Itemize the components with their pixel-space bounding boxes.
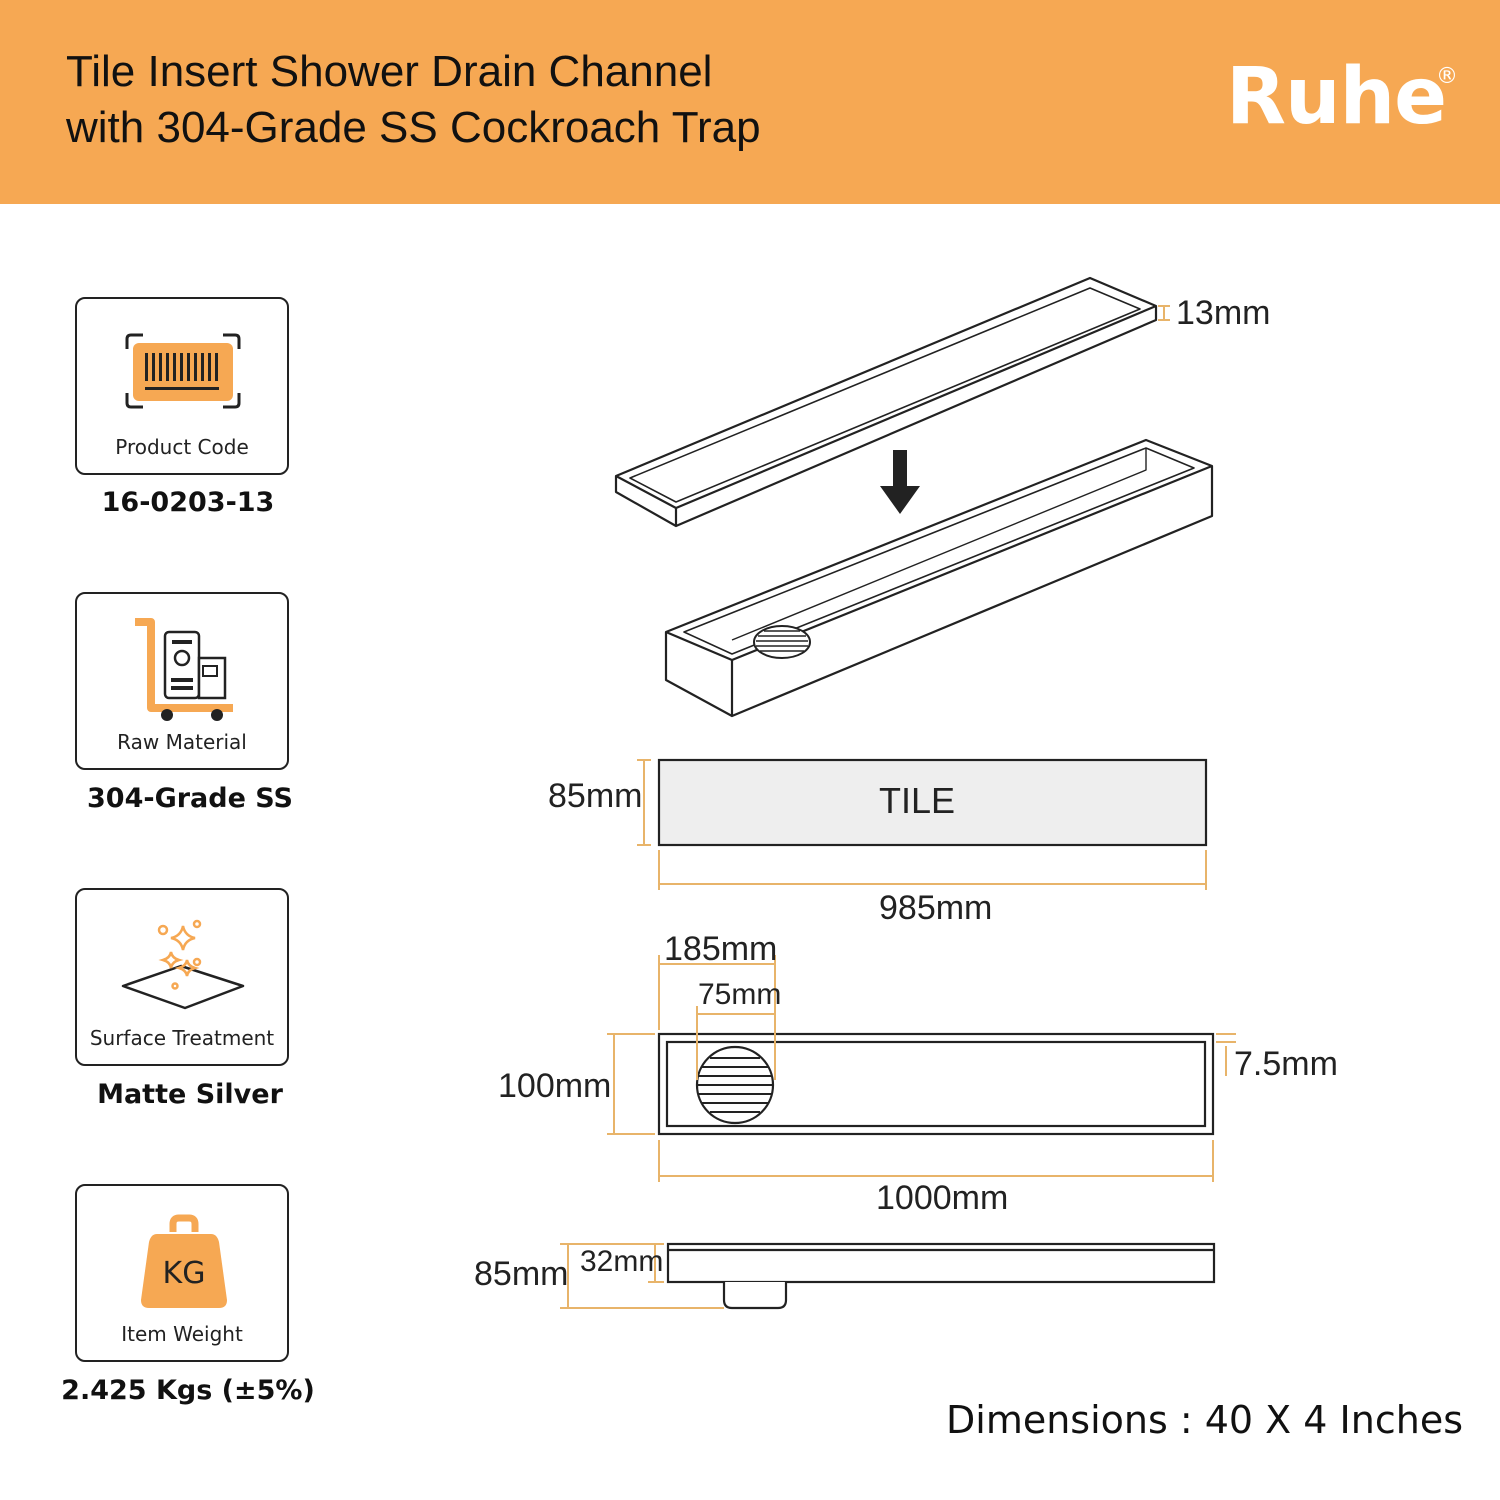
top-view-trap-grille [695,1045,775,1125]
title-line-2: with 304-Grade SS Cockroach Trap [66,103,761,152]
dimensions-summary: Dimensions : 40 X 4 Inches [946,1398,1463,1442]
label-trap-offset: 185mm [664,930,778,968]
label-channel-width: 100mm [498,1067,612,1105]
spec-card-item-weight: KG Item Weight [75,1184,289,1362]
dimension-tile-length [658,850,1207,890]
label-trap-diameter: 75mm [698,978,782,1011]
registered-mark: ® [1436,64,1458,89]
spec-card-surface-treatment: Surface Treatment [75,888,289,1066]
sparkle-surface-icon [121,919,245,1010]
cockroach-trap-grille [753,625,811,659]
label-lid-height: 13mm [1176,294,1271,332]
dimension-trap-diameter [696,1006,775,1080]
page-title: Tile Insert Shower Drain Channel with 30… [66,44,1066,156]
insert-arrow-icon [880,450,920,514]
barcode-icon [125,333,241,409]
label-tile-length: 985mm [879,889,993,927]
tile-insert-front [657,758,1208,847]
label-channel-depth: 32mm [580,1245,664,1278]
spec-card-raw-material: Raw Material [75,592,289,770]
spec-value-item-weight: 2.425 Kgs (±5%) [61,1375,315,1406]
spec-value-product-code: 16-0203-13 [101,487,275,518]
dimension-lid-height [1158,305,1170,321]
tile-insert-lid [614,276,1158,528]
dimension-channel-depth [560,1243,664,1283]
dimension-total-depth [560,1244,724,1309]
header-banner: Tile Insert Shower Drain Channel with 30… [0,0,1500,204]
brand-logo: Ruhe [1226,52,1447,142]
weight-kg-text: KG [162,1256,206,1291]
spec-label: Raw Material [117,730,247,754]
channel-side-view [666,1242,1216,1310]
dimension-trap-offset [658,955,776,1080]
label-channel-length: 1000mm [876,1179,1009,1217]
label-rim-width: 7.5mm [1234,1045,1338,1083]
label-tile-height: 85mm [548,777,643,815]
spec-card-product-code: Product Code [75,297,289,475]
weight-kg-icon [141,1214,227,1308]
dimension-rim-width [1216,1033,1236,1076]
trolley-materials-icon [135,618,233,721]
spec-value-surface-treatment: Matte Silver [97,1079,283,1110]
spec-value-raw-material: 304-Grade SS [87,783,293,814]
spec-label: Surface Treatment [89,1026,275,1050]
dimension-tile-height [637,759,651,846]
spec-label: Item Weight [121,1322,243,1346]
label-total-depth: 85mm [474,1255,569,1293]
label-tile: TILE [879,780,956,821]
dimension-channel-length [658,1140,1214,1182]
spec-label: Product Code [115,435,249,459]
dimension-channel-width [607,1033,655,1135]
title-line-1: Tile Insert Shower Drain Channel [66,47,713,96]
